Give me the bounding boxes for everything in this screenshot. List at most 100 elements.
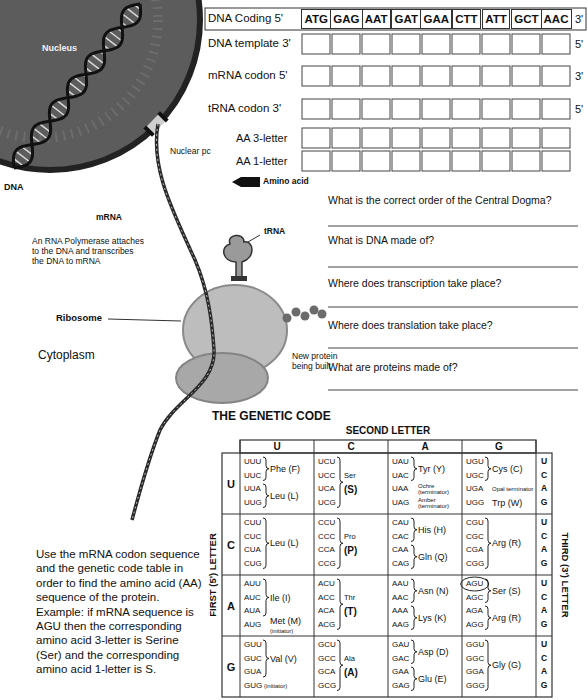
generated-shapes [13, 4, 570, 697]
amino-acid-label: Asn (N) [418, 586, 449, 596]
amino-acid-bead [310, 306, 319, 315]
amino-acid-label: Tyr (Y) [418, 464, 445, 474]
codon-box: GCT [511, 9, 542, 29]
leader-line [108, 319, 181, 321]
dna-strand [14, 4, 141, 168]
codon-text: AUC [244, 593, 261, 602]
amino-acid-label: Gly (G) [492, 660, 521, 670]
first-letter: U [227, 477, 235, 490]
table-line [222, 575, 552, 576]
answer-box [422, 128, 450, 148]
brace [411, 667, 417, 691]
brace [263, 457, 269, 481]
answer-box [302, 34, 330, 54]
codon-text: GAA [392, 667, 409, 676]
codon-text: CAA [392, 545, 408, 554]
dna-rung [74, 77, 86, 86]
answer-box [482, 128, 510, 148]
amino-acid-label: Arg (R) [492, 613, 521, 623]
answer-box [362, 151, 390, 171]
third-letter: G [541, 681, 548, 691]
codon-text: GAG [333, 13, 359, 25]
codon-text: GUA [244, 667, 261, 676]
codon-text: CUU [244, 518, 261, 527]
answer-box [392, 34, 420, 54]
codon-text: GCG [318, 681, 336, 690]
amino-acid-bead [283, 314, 292, 323]
amino-acid-label: (T) [344, 607, 357, 619]
brace [411, 545, 417, 569]
first-letter: C [227, 538, 235, 551]
third-letter: C [541, 471, 547, 481]
codon-text: AGU [466, 579, 483, 588]
third-letter: C [541, 593, 547, 603]
amino-acid-label: Asp (D) [418, 647, 449, 657]
answer-box [482, 99, 510, 119]
amino-acid-label: (initiator) [270, 628, 293, 635]
codon-text: UGC [466, 471, 484, 480]
brace [263, 640, 269, 677]
amino-acid-label: Thr [344, 593, 355, 602]
third-letter: G [541, 559, 548, 569]
dna-rung [57, 100, 69, 109]
third-letter: U [541, 518, 547, 528]
dna-rung [16, 151, 30, 162]
amino-acid-label: Pro [344, 532, 356, 541]
codon-text: AGC [466, 593, 483, 602]
answer-box [452, 66, 480, 86]
codon-box: GAT [391, 9, 421, 29]
mrna-strand [132, 124, 214, 520]
section-heading: THE GENETIC CODE [212, 410, 331, 424]
answer-box [422, 151, 450, 171]
row-label: DNA template 3' [208, 37, 291, 50]
table-line [536, 440, 537, 697]
brace [411, 518, 417, 542]
codon-text: GGG [466, 681, 485, 690]
answer-box [362, 66, 390, 86]
amino-acid-label: Ser (S) [492, 586, 521, 596]
amino-acid-label: Opal terminator [492, 486, 534, 492]
codon-text: GGU [466, 640, 484, 649]
answer-box [482, 151, 510, 171]
codon-text: CUG [244, 559, 262, 568]
codon-text: ACA [318, 606, 334, 615]
dna-rung [91, 54, 104, 64]
amino-acid-label: Leu (L) [270, 491, 299, 501]
row-label: mRNA codon 5' [208, 69, 288, 82]
instruction-text: Use the mRNA codon sequence and the gene… [36, 547, 202, 676]
amino-acid-label: Ala [344, 654, 355, 663]
part-label: Nuclear pc [168, 147, 213, 157]
third-letter: U [541, 579, 547, 589]
brace [485, 640, 491, 691]
answer-box [302, 151, 330, 171]
region-label: Cytoplasm [38, 349, 95, 363]
axis-title: FIRST (5') LETTER [208, 533, 219, 617]
answer-box [362, 99, 390, 119]
codon-text: CCG [318, 559, 336, 568]
codon-text: CGC [466, 532, 484, 541]
third-letter: A [541, 667, 547, 677]
brace [485, 518, 491, 569]
answer-box [332, 66, 360, 86]
brace [411, 606, 417, 630]
codon-text: ACC [318, 593, 335, 602]
amino-acid-label: Amber (terminator) [418, 497, 460, 509]
pore-rim [143, 126, 154, 137]
brace [337, 640, 343, 691]
codon-text: UAA [392, 484, 408, 493]
amino-acid-label: Gln (Q) [418, 552, 448, 562]
amino-acid-label: Trp (W) [492, 497, 522, 507]
dna-rung [126, 8, 139, 18]
answer-box [482, 66, 510, 86]
answer-box [332, 151, 360, 171]
codon-text: GAA [423, 13, 449, 25]
first-letter: A [227, 599, 235, 612]
table-line [462, 440, 463, 697]
codon-text: GUG [244, 681, 262, 690]
codon-text: GAU [392, 640, 409, 649]
brace [263, 484, 269, 508]
answer-box [512, 66, 540, 86]
answer-box [302, 128, 330, 148]
codon-text: ATG [305, 13, 328, 25]
codon-text: UUG [244, 498, 262, 507]
